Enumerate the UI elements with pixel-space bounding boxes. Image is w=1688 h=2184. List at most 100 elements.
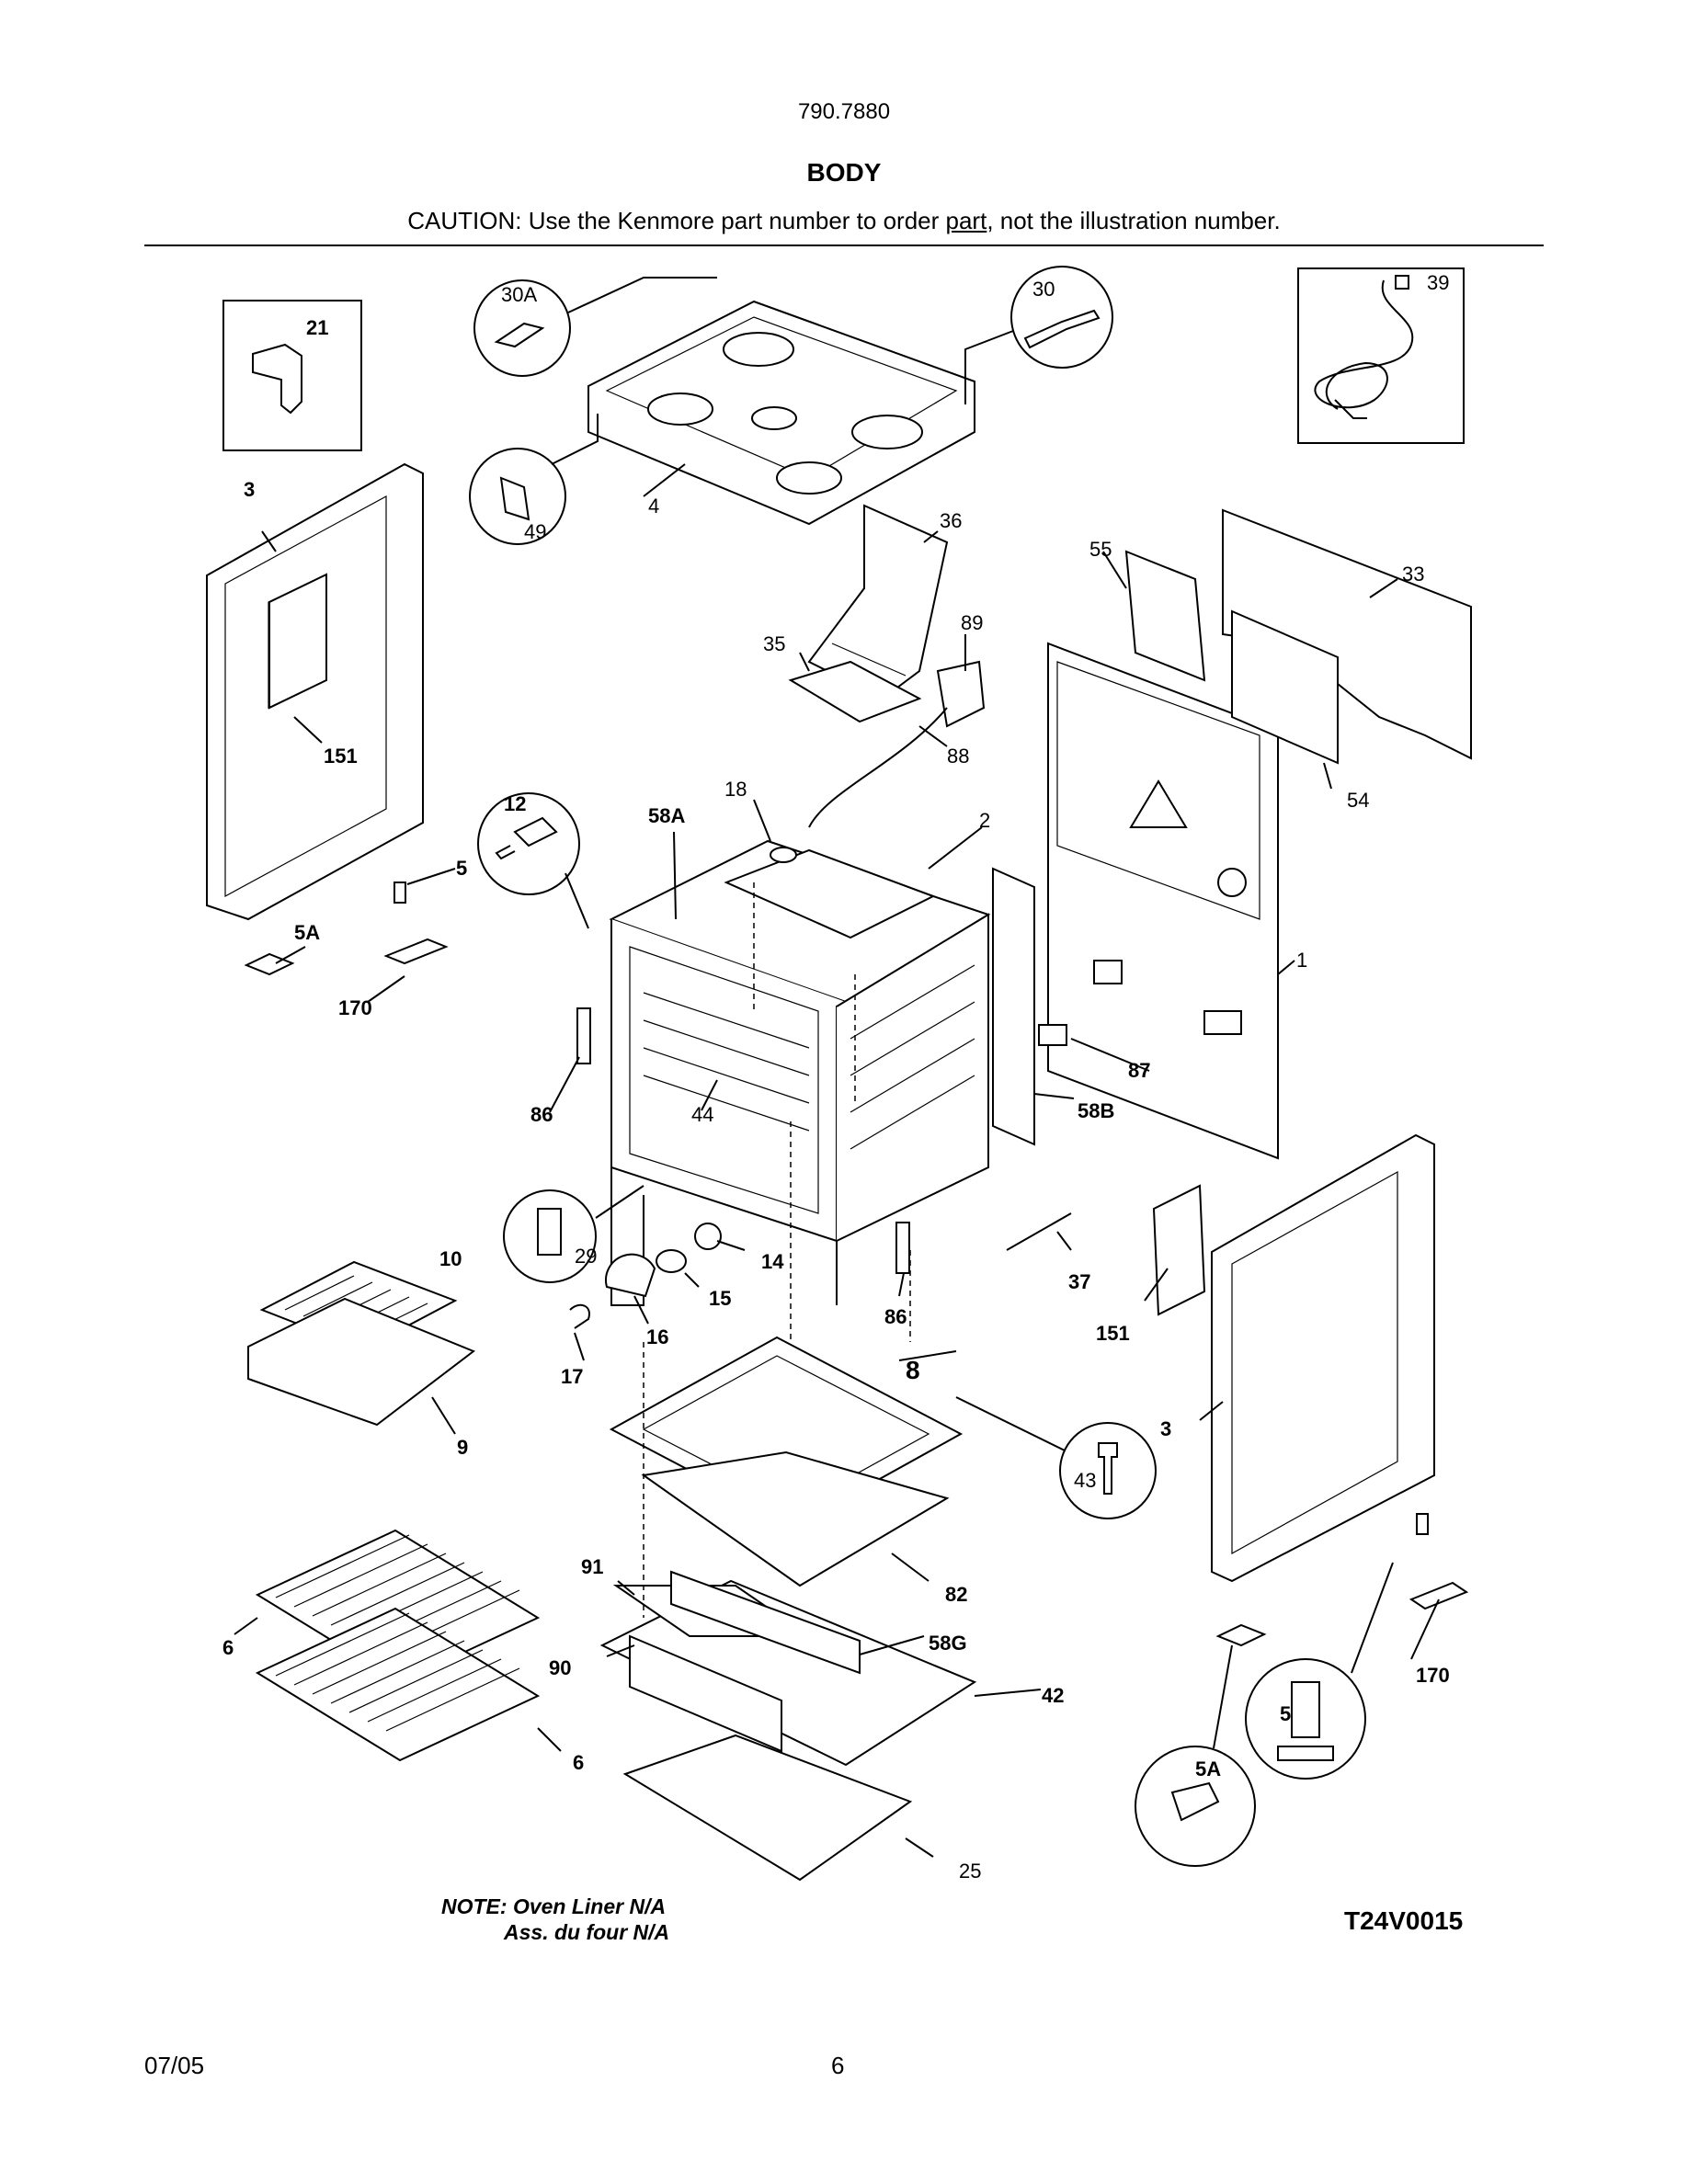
callout-label: 151 <box>324 745 358 768</box>
callout-label: 86 <box>530 1103 553 1126</box>
callout-label: 25 <box>959 1860 981 1883</box>
page-title: BODY <box>806 158 882 187</box>
part-37-wire-tie <box>1006 1212 1072 1251</box>
part-3-right-side-panel <box>1211 1133 1435 1583</box>
model-number: 790.7880 <box>797 99 891 124</box>
callout-label: 58A <box>648 804 685 827</box>
part-17-clip <box>569 1303 590 1329</box>
part-43-detail <box>955 1396 1157 1519</box>
part-6-lower-rack <box>255 1607 541 1762</box>
part-82-heat-shield <box>641 1450 950 1587</box>
callout-label: 89 <box>961 611 983 634</box>
callout-label: 55 <box>1089 538 1112 561</box>
part-55-panel <box>1124 550 1206 682</box>
callout-label: 42 <box>1042 1684 1064 1707</box>
part-14-lamp-socket <box>694 1223 722 1250</box>
callout-label: 87 <box>1128 1059 1150 1082</box>
part-5-leveler <box>393 882 406 904</box>
part-12-detail <box>477 792 589 929</box>
callout-label: 6 <box>222 1636 234 1659</box>
callout-label: 58B <box>1078 1099 1114 1122</box>
callout-label: 1 <box>1296 949 1307 972</box>
callout-label: 37 <box>1068 1270 1090 1293</box>
part-89-sensor-bracket <box>808 660 986 828</box>
footer-date: 07/05 <box>144 2052 205 2079</box>
part-5-leveler-detail <box>1245 1562 1394 1780</box>
callout-label: 170 <box>1416 1664 1450 1687</box>
part-35-duct-gasket <box>788 660 922 723</box>
callout-label: 33 <box>1402 563 1424 586</box>
part-15-lamp-bulb <box>656 1249 687 1273</box>
callout-label: 43 <box>1074 1469 1096 1492</box>
callout-label: 16 <box>646 1325 668 1348</box>
callout-label: 88 <box>947 745 969 768</box>
figure-code: T24V0015 <box>1344 1906 1464 1935</box>
part-49-bracket-detail <box>469 414 599 545</box>
caution-text-end: , not the illustration number. <box>987 207 1281 234</box>
part-4-top-panel <box>587 300 975 526</box>
part-9-broil-pan <box>247 1297 475 1427</box>
callout-label: 29 <box>575 1245 597 1268</box>
part-5a-bracket-detail <box>1135 1644 1256 1867</box>
callout-label: 3 <box>1160 1417 1171 1440</box>
part-86-hinge-left <box>576 1007 591 1064</box>
part-151-left-bracket <box>268 574 327 709</box>
note-oven-liner-french: Ass. du four N/A <box>504 1920 670 1944</box>
callout-label: 91 <box>581 1555 603 1578</box>
callout-label: 44 <box>691 1103 713 1126</box>
callout-label: 58G <box>929 1632 967 1655</box>
part-54-bracket <box>1231 609 1339 765</box>
callout-label: 6 <box>573 1751 584 1774</box>
callout-label: 36 <box>940 509 962 532</box>
callout-label: 5A <box>1195 1757 1221 1780</box>
callout-label: 3 <box>244 478 255 501</box>
callout-label: 14 <box>761 1250 784 1273</box>
callout-label: 5 <box>1280 1702 1291 1725</box>
part-170-right-bracket <box>1409 1581 1469 1610</box>
part-39-power-cord-box <box>1297 267 1465 444</box>
part-25-drawer-pad <box>622 1734 913 1882</box>
leader-lines <box>234 463 1440 1858</box>
callout-label: 15 <box>709 1287 731 1310</box>
callout-label: 49 <box>524 520 546 543</box>
part-21-latch-box <box>222 300 362 451</box>
assembly-guide-lines <box>643 882 911 1618</box>
part-29-detail <box>503 1185 644 1283</box>
callout-label: 2 <box>979 809 990 832</box>
part-30-bracket-detail <box>964 266 1113 404</box>
callout-label: 35 <box>763 632 785 655</box>
callout-label: 30 <box>1032 278 1055 301</box>
callout-label: 5A <box>294 921 320 944</box>
part-18-sensor <box>770 847 797 863</box>
part-3-left-side-panel <box>206 462 424 921</box>
header-rule <box>144 245 1544 246</box>
callout-label: 151 <box>1096 1322 1130 1345</box>
callout-label: 39 <box>1427 271 1449 294</box>
callout-label: 9 <box>457 1436 468 1459</box>
caution-part-word: part <box>945 207 987 234</box>
part-16-lamp-cover <box>605 1253 656 1298</box>
footer-page-number: 6 <box>831 2052 845 2079</box>
part-58a-oven-body <box>609 839 991 1306</box>
part-5-right-leveler <box>1416 1513 1429 1535</box>
callout-label: 30A <box>501 283 537 306</box>
callout-labels: 30A 30 39 21 49 4 3 36 55 33 35 89 88 15… <box>222 271 1450 1883</box>
part-30a-bracket-detail <box>473 277 717 377</box>
callout-label: 54 <box>1347 789 1369 812</box>
callout-label: 18 <box>724 778 747 801</box>
callout-label: 4 <box>648 495 659 518</box>
note-oven-liner: NOTE: Oven Liner N/A <box>441 1894 667 1918</box>
part-86-hinge-right <box>895 1222 910 1274</box>
callout-label: 86 <box>884 1305 907 1328</box>
callout-label: 17 <box>561 1365 583 1388</box>
part-87-terminal-block <box>1038 1024 1067 1046</box>
caution-text: CAUTION: Use the Kenmore part number to … <box>0 207 1688 235</box>
callout-label: 90 <box>549 1656 571 1679</box>
callout-label: 82 <box>945 1583 967 1606</box>
callout-label: 5 <box>456 857 467 880</box>
part-58b-insulation-side <box>992 867 1035 1146</box>
part-5a-right-bracket <box>1215 1623 1267 1647</box>
part-5a-leveler-bracket <box>244 952 295 976</box>
callout-label: 10 <box>439 1247 462 1270</box>
